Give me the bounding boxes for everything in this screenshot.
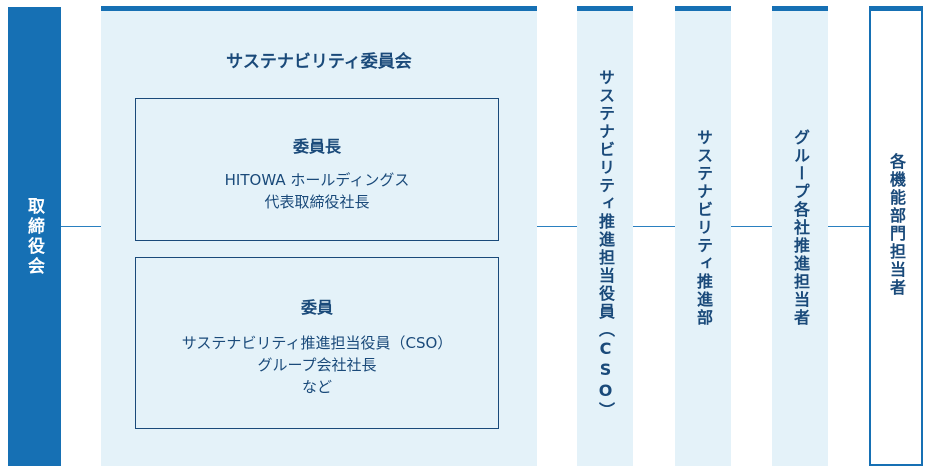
connector-dept-group [731, 226, 772, 227]
committee-members-box: 委員 サステナビリティ推進担当役員（CSO） グループ会社社長 など [135, 257, 499, 429]
members-line-group-presidents: グループ会社社長 [257, 356, 377, 374]
group-promoters-label: グループ各社推進担当者 [791, 129, 810, 327]
chair-heading: 委員長 [292, 137, 341, 156]
connector-cso-dept [633, 226, 675, 227]
committee-title: サステナビリティ委員会 [226, 52, 412, 72]
members-heading: 委員 [300, 298, 333, 317]
members-line-cso: サステナビリティ推進担当役員（CSO） [181, 334, 453, 352]
connector-group-functional [828, 226, 869, 227]
cso-label: サステナビリティ推進担当役員（CSO） [596, 69, 615, 420]
cso-column: サステナビリティ推進担当役員（CSO） [577, 6, 633, 466]
group-promoters-column: グループ各社推進担当者 [772, 6, 828, 466]
committee-chair-box: 委員長 HITOWA ホールディングス 代表取締役社長 [135, 98, 499, 241]
functional-staff-column: 各機能部門担当者 [869, 6, 923, 466]
chair-line-company: HITOWA ホールディングス [224, 171, 410, 189]
chair-line-title: 代表取締役社長 [264, 193, 370, 211]
functional-staff-label: 各機能部門担当者 [887, 153, 906, 297]
sustainability-dept-label: サステナビリティ推進部 [694, 129, 713, 327]
sustainability-committee-panel: サステナビリティ委員会 委員長 HITOWA ホールディングス 代表取締役社長 … [101, 6, 537, 466]
board-of-directors-box: 取締役会 [8, 7, 61, 466]
board-of-directors-label: 取締役会 [24, 196, 44, 277]
connector-board-committee [61, 226, 101, 227]
members-line-etc: など [301, 378, 332, 396]
connector-committee-cso [537, 226, 577, 227]
sustainability-dept-column: サステナビリティ推進部 [675, 6, 731, 466]
